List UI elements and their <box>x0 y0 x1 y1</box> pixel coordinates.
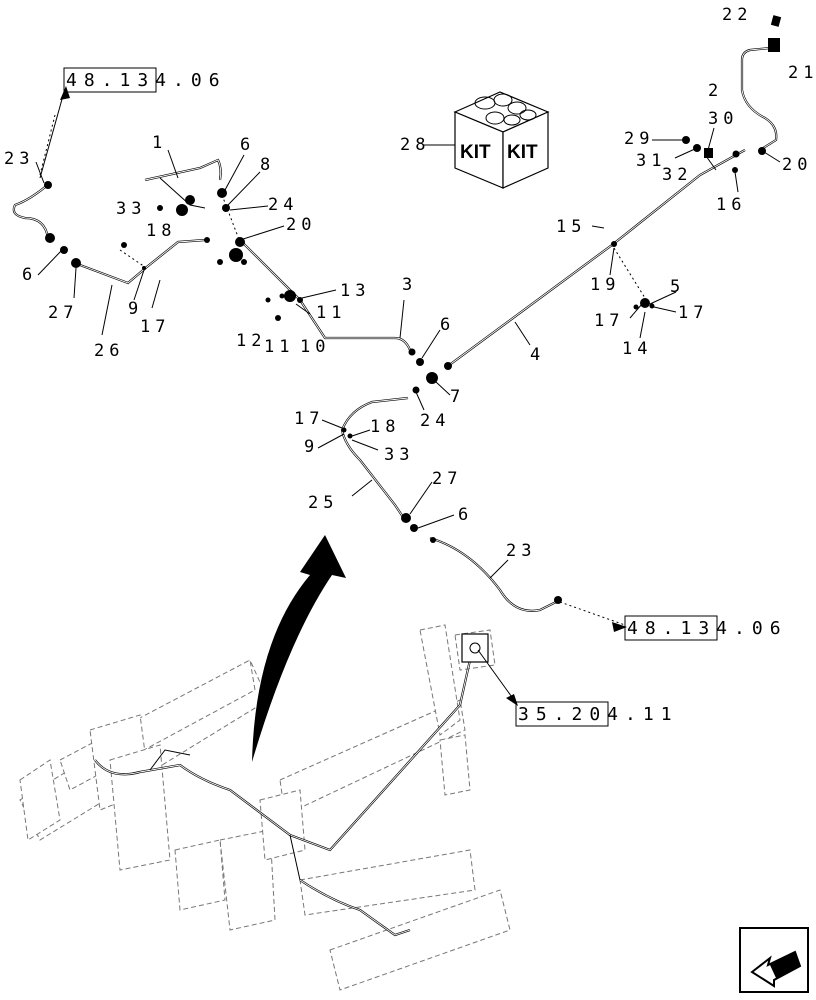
fittings <box>44 15 782 604</box>
callout-17-right-b: 17 <box>678 303 708 323</box>
kit-label-left: KIT <box>460 142 491 163</box>
svg-text:48.134.06: 48.134.06 <box>627 618 788 639</box>
callout-15: 15 <box>556 217 586 237</box>
reference-top-left[interactable]: 48.134.06 <box>63 67 227 93</box>
callout-24-top: 24 <box>268 195 298 215</box>
kit-box-icon: KIT KIT <box>453 91 550 189</box>
callout-16: 16 <box>716 195 746 215</box>
callout-23-bottom: 23 <box>506 541 536 561</box>
reference-valve[interactable]: 35.204.11 <box>515 701 679 727</box>
callout-29: 29 <box>624 129 654 149</box>
callout-27-center: 27 <box>432 469 462 489</box>
callout-7: 7 <box>450 387 465 407</box>
callout-10: 10 <box>300 337 330 357</box>
callout-6-left: 6 <box>22 265 37 285</box>
callout-28: 28 <box>400 135 430 155</box>
svg-text:48.134.06: 48.134.06 <box>66 70 227 91</box>
callout-14: 14 <box>622 339 652 359</box>
callout-31: 31 <box>636 151 666 171</box>
leader-lines <box>35 127 781 579</box>
callout-12: 12 <box>236 331 266 351</box>
callout-21: 21 <box>788 63 816 83</box>
callout-18-center: 18 <box>370 417 400 437</box>
callout-32: 32 <box>662 165 692 185</box>
callout-25: 25 <box>308 493 338 513</box>
assembly-direction-arrow <box>252 535 346 762</box>
callout-labels: 28 22 21 2 29 30 31 32 20 16 15 19 5 17 … <box>4 5 816 561</box>
callout-33-center: 33 <box>384 445 414 465</box>
callout-17-center: 17 <box>294 409 324 429</box>
reference-right[interactable]: 48.134.06 <box>624 615 788 641</box>
pipe-assembly <box>12 46 778 612</box>
callout-6-bottom: 6 <box>458 505 473 525</box>
callout-8: 8 <box>260 155 275 175</box>
callout-26: 26 <box>94 341 124 361</box>
callout-2: 2 <box>708 81 723 101</box>
callout-20-left: 20 <box>286 215 316 235</box>
callout-4: 4 <box>530 345 545 365</box>
callout-23-top: 23 <box>4 149 34 169</box>
callout-18-left: 18 <box>146 221 176 241</box>
callout-24-center: 24 <box>420 411 450 431</box>
machine-frame-illustration <box>19 624 511 991</box>
callout-17-left: 17 <box>140 317 170 337</box>
callout-6-center: 6 <box>440 315 455 335</box>
callout-20-right: 20 <box>782 155 812 175</box>
callout-22: 22 <box>722 5 752 25</box>
callout-33-left: 33 <box>116 199 146 219</box>
page-navigation-arrow-icon[interactable] <box>739 927 809 993</box>
callout-19: 19 <box>590 275 620 295</box>
callout-9-center: 9 <box>304 437 319 457</box>
callout-1: 1 <box>152 133 167 153</box>
callout-30: 30 <box>708 109 738 129</box>
callout-5: 5 <box>670 277 685 297</box>
callout-3: 3 <box>402 275 417 295</box>
callout-11-b: 11 <box>316 303 346 323</box>
callout-11-a: 11 <box>264 337 294 357</box>
callout-17-right-a: 17 <box>594 311 624 331</box>
callout-9-left: 9 <box>128 299 143 319</box>
kit-label-right: KIT <box>507 142 538 163</box>
callout-6-top: 6 <box>240 135 255 155</box>
callout-27-left: 27 <box>48 303 78 323</box>
callout-13: 13 <box>340 281 370 301</box>
svg-text:35.204.11: 35.204.11 <box>518 704 679 725</box>
